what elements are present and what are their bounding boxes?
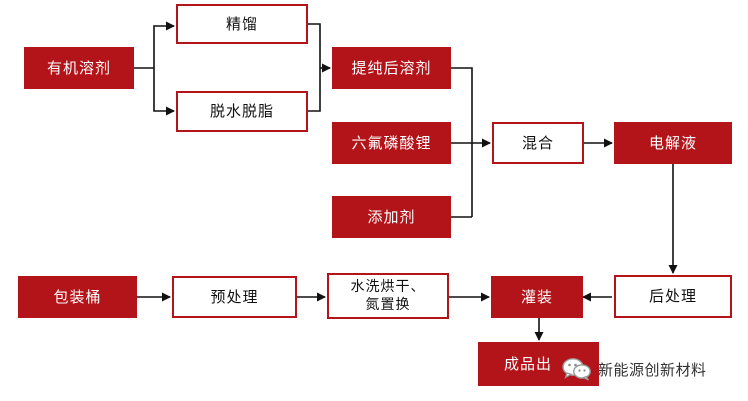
node-packaging-drum: 包装桶 [18,276,137,318]
watermark: 新能源创新材料 [562,356,707,382]
arrow-distillation-merge [308,23,321,68]
node-electrolyte: 电解液 [614,122,732,164]
node-washing-drying: 水洗烘干、 氮置换 [327,273,449,319]
node-additive: 添加剂 [332,196,451,238]
node-lipf6: 六氟磷酸锂 [332,122,451,164]
node-filling: 灌装 [491,276,583,318]
node-post-treatment: 后处理 [614,275,732,318]
arrow-dehydration-merge [308,68,321,112]
node-organic-solvent: 有机溶剂 [24,47,134,89]
node-distillation: 精馏 [176,4,308,44]
node-pretreatment: 预处理 [172,276,297,318]
arrow-to-distillation [153,21,175,68]
arrow-to-dehydration [153,68,175,116]
watermark-text: 新能源创新材料 [598,360,707,379]
node-dehydration: 脱水脱脂 [176,91,308,132]
node-finished-product: 成品出 [478,342,599,386]
node-mixing: 混合 [492,122,584,164]
arrow-purified-to-bus [451,67,473,217]
node-purified-solvent: 提纯后溶剂 [332,47,451,89]
wechat-icon [562,358,591,381]
